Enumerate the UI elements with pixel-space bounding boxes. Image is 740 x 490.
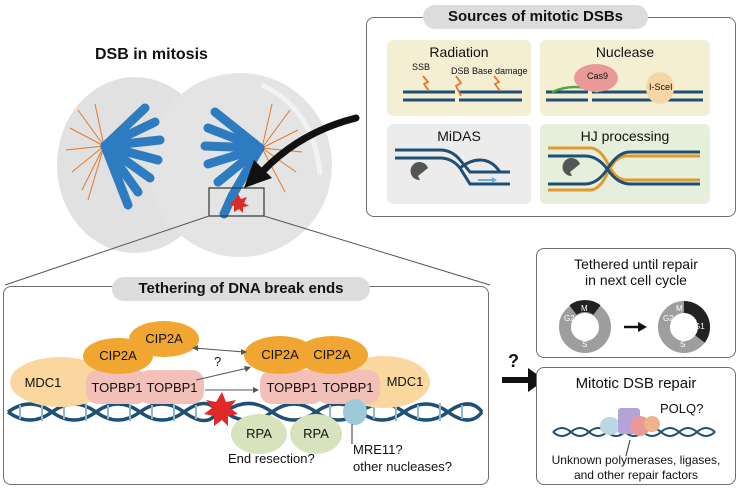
dsb-star-large bbox=[204, 392, 238, 426]
tethering-title: Tethering of DNA break ends bbox=[112, 277, 370, 301]
source-arrow bbox=[258, 114, 360, 176]
cas9-shape bbox=[574, 64, 618, 92]
right-topbp1-1-label: TOPBP1 bbox=[266, 380, 318, 395]
left-cip2a-2-label: CIP2A bbox=[145, 331, 183, 346]
right-cip2a-2-label: CIP2A bbox=[313, 347, 351, 362]
right-topbp1-1-shape bbox=[260, 370, 324, 404]
base-damage-bolt-icon bbox=[493, 75, 501, 92]
right-spindle bbox=[261, 103, 303, 193]
repair-footer-line1: Unknown polymerases, ligases, bbox=[551, 453, 721, 467]
midas-box: MiDAS bbox=[387, 124, 531, 204]
mre11-shape bbox=[343, 399, 367, 425]
nuclease-title: Nuclease bbox=[595, 44, 655, 60]
repair-footer-line2: and other repair factors bbox=[573, 468, 699, 482]
base-damage-label: Base damage bbox=[472, 66, 528, 76]
tethered-title-line1: Tethered until repair bbox=[574, 256, 698, 272]
cycle-g2-after: G2 bbox=[663, 314, 674, 323]
cycle-arrow-head bbox=[638, 322, 647, 332]
rpa-2-shape bbox=[290, 414, 342, 454]
left-cip2a-2-shape bbox=[129, 321, 199, 357]
left-topbp1-2-shape bbox=[138, 370, 204, 404]
rpa-1-label: RPA bbox=[246, 426, 272, 441]
dsb-star-small bbox=[229, 194, 249, 213]
right-cip2a-2-shape bbox=[296, 336, 368, 374]
ssb-label: SSB bbox=[412, 62, 431, 72]
tether-question: ? bbox=[214, 354, 222, 369]
left-mdc1-shape bbox=[10, 357, 110, 407]
mre11-label: MRE11? bbox=[353, 442, 403, 457]
cas9-label: Cas9 bbox=[587, 71, 609, 81]
rpa-1-shape bbox=[231, 414, 287, 454]
repair-title: Mitotic DSB repair bbox=[575, 375, 697, 392]
cycle-s-after: S bbox=[680, 340, 686, 349]
right-cip2a-1-label: CIP2A bbox=[261, 347, 299, 362]
midas-title: MiDAS bbox=[437, 128, 481, 144]
right-mdc1-label: MDC1 bbox=[386, 374, 424, 389]
hj-title: HJ processing bbox=[580, 128, 670, 144]
repair-factor-blue bbox=[600, 417, 620, 435]
isce1-shape bbox=[646, 72, 674, 104]
isce1-label: I-SceI bbox=[649, 82, 673, 92]
other-nucleases-label: other nucleases? bbox=[353, 459, 453, 474]
zoom-box bbox=[208, 187, 265, 217]
right-topbp1-2-shape bbox=[316, 370, 380, 404]
midas-nuclease-icon bbox=[410, 162, 428, 181]
dsb-bolt-icon bbox=[454, 75, 463, 97]
cycle-g2-before: G2 bbox=[564, 314, 575, 323]
right-topbp1-2-label: TOPBP1 bbox=[322, 380, 374, 395]
left-cip2a-1-label: CIP2A bbox=[99, 348, 137, 363]
outcome-question: ? bbox=[508, 351, 519, 371]
left-chromosomes bbox=[100, 103, 165, 210]
mitosis-title: DSB in mitosis bbox=[95, 46, 208, 63]
hj-nuclease-icon bbox=[562, 158, 580, 177]
tethered-title-line2: in next cell cycle bbox=[585, 272, 687, 288]
dsb-label: DSB bbox=[451, 66, 470, 76]
right-chromosomes bbox=[200, 107, 265, 219]
left-mdc1-label: MDC1 bbox=[24, 375, 62, 390]
left-topbp1-1-shape bbox=[86, 370, 148, 404]
ssb-bolt-icon bbox=[422, 75, 430, 92]
sources-title: Sources of mitotic DSBs bbox=[423, 5, 648, 29]
left-topbp1-2-label: TOPBP1 bbox=[146, 380, 198, 395]
cycle-g1-after: G1 bbox=[694, 322, 705, 331]
nuclease-box: Nuclease bbox=[540, 40, 710, 116]
cycle-m-before: M bbox=[581, 304, 588, 313]
left-spindle bbox=[65, 103, 105, 201]
cycle-m-after: M bbox=[676, 304, 683, 313]
rpa-2-label: RPA bbox=[303, 426, 329, 441]
end-resection-label: End resection? bbox=[228, 451, 315, 466]
left-topbp1-1-label: TOPBP1 bbox=[91, 380, 143, 395]
cycle-s-before: S bbox=[582, 340, 588, 349]
right-cip2a-1-shape bbox=[244, 336, 316, 374]
radiation-title: Radiation bbox=[429, 44, 489, 60]
polq-label: POLQ? bbox=[660, 401, 704, 416]
polq-shape bbox=[644, 416, 660, 432]
